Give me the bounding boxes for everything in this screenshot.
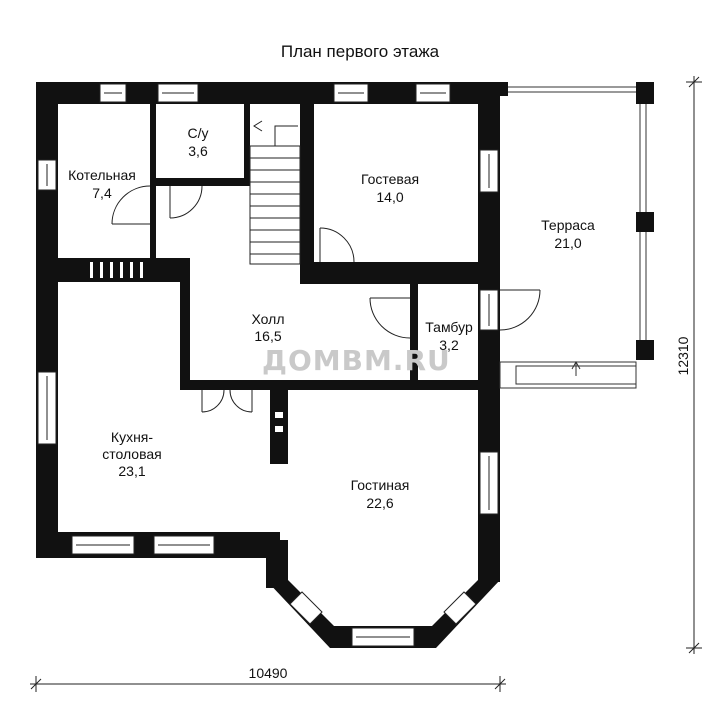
vestibule-area: 3,2 [439,337,459,353]
entrance-steps [499,360,637,389]
stairs [249,120,301,265]
chimney [275,412,283,432]
hall-name: Холл [252,311,285,327]
doors [111,185,541,413]
boiler-room-area: 7,4 [92,185,112,201]
terrace-name: Терраса [541,217,595,233]
living-room-name: Гостиная [351,477,410,493]
vestibule-name: Тамбур [425,319,473,335]
kitchen-area: 23,1 [118,463,145,479]
hall-area: 16,5 [254,328,281,344]
kitchen-name-line2: столовая [102,446,162,462]
wc-area: 3,6 [188,143,208,159]
room-labels: Котельная 7,4 С/у 3,6 Гостевая 14,0 Терр… [68,125,595,511]
living-room-area: 22,6 [366,495,393,511]
plan-title: План первого этажа [280,42,440,61]
windows [37,83,499,647]
terrace-railing [508,86,647,340]
guest-room-area: 14,0 [376,189,403,205]
watermark: ДОМВМ.RU [262,344,451,377]
guest-room-name: Гостевая [361,171,419,187]
terrace-area: 21,0 [554,235,581,251]
dimension-lines [30,76,702,692]
height-dimension: 12310 [675,336,691,375]
width-dimension: 10490 [249,665,288,681]
wc-name: С/у [188,125,209,141]
boiler-room-name: Котельная [68,167,136,183]
boiler-vent [90,262,143,278]
kitchen-name-line1: Кухня- [111,429,153,445]
